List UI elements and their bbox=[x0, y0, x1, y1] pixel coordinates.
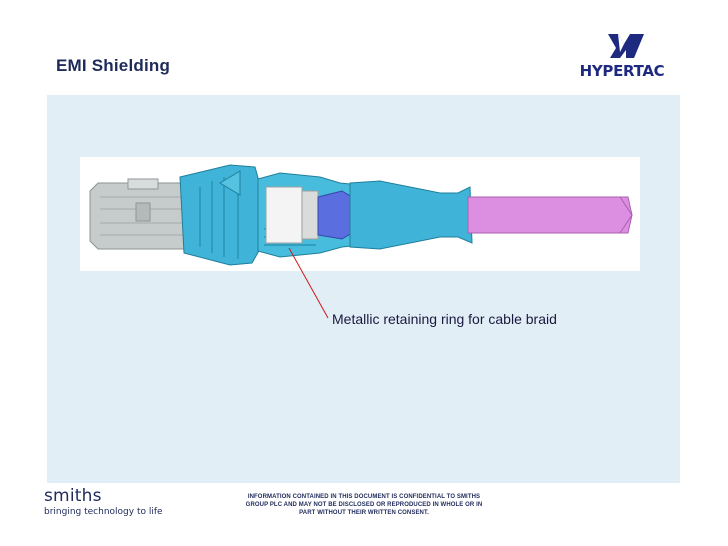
hypertac-logo-text: HYPERTAC bbox=[579, 62, 665, 80]
smiths-tagline: bringing technology to life bbox=[44, 507, 163, 517]
smiths-logo: smiths bbox=[44, 486, 102, 506]
confidentiality-notice: INFORMATION CONTAINED IN THIS DOCUMENT I… bbox=[245, 494, 483, 516]
connector-illustration bbox=[89, 164, 633, 266]
slide-title: EMI Shielding bbox=[56, 56, 171, 75]
content-panel bbox=[47, 95, 680, 483]
footer bbox=[0, 484, 728, 546]
hypertac-logo: HYPERTAC bbox=[562, 30, 682, 82]
ring-caption: Metallic retaining ring for cable braid bbox=[332, 311, 557, 327]
hypertac-logo-icon bbox=[608, 34, 644, 58]
